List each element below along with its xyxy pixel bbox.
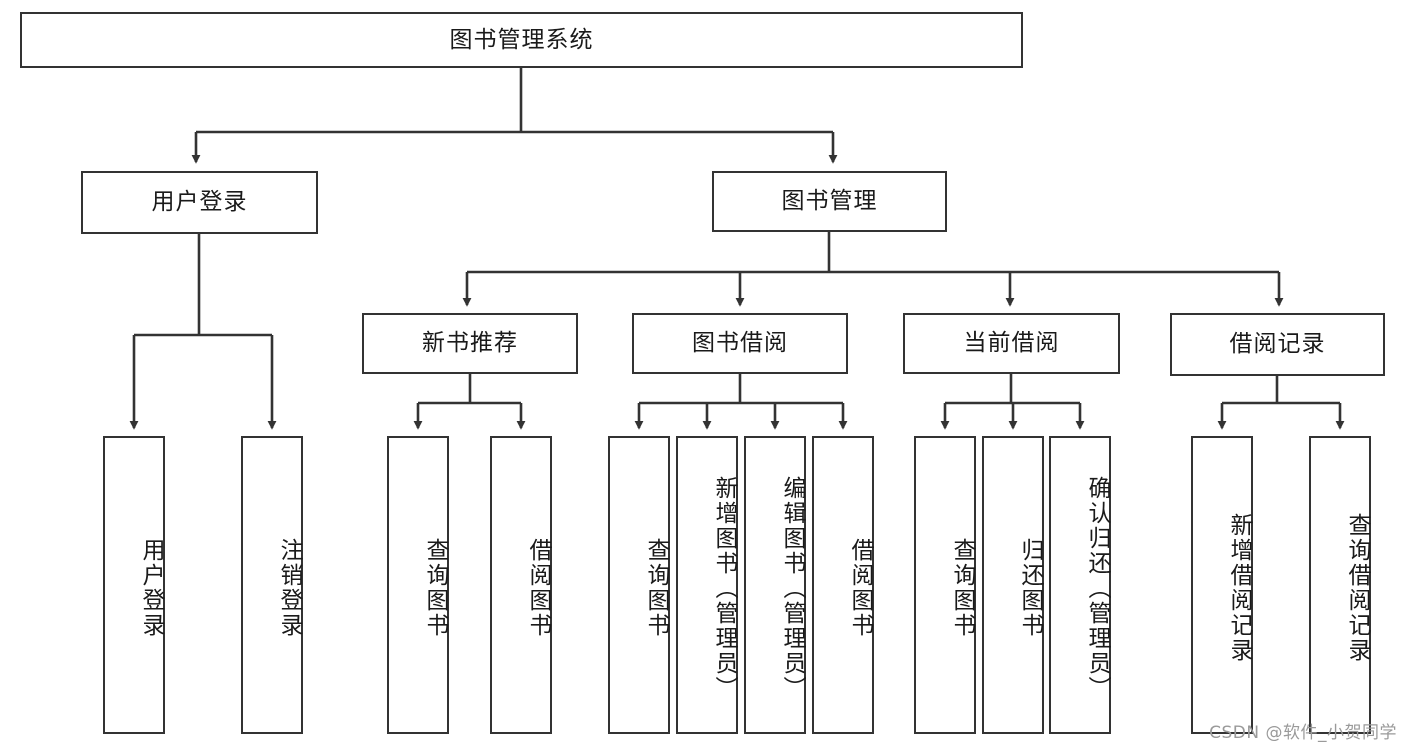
node-leaf-user-logout[interactable]: 注销登录	[241, 436, 303, 734]
node-leaf-borrow-book-2[interactable]: 借阅图书	[812, 436, 874, 734]
node-borrow-record[interactable]: 借阅记录	[1170, 313, 1385, 376]
node-root[interactable]: 图书管理系统	[20, 12, 1023, 68]
node-leaf-query-book-1-label: 查询图书	[422, 538, 448, 638]
node-leaf-return-book-label: 归还图书	[1017, 538, 1043, 638]
node-leaf-add-record[interactable]: 新增借阅记录	[1191, 436, 1253, 734]
edges-user-login-to-leaves	[129, 234, 277, 430]
node-leaf-query-book-2-label: 查询图书	[643, 538, 669, 638]
node-borrow-record-label: 借阅记录	[1229, 331, 1326, 358]
node-user-login[interactable]: 用户登录	[81, 171, 318, 234]
node-current-borrow-label: 当前借阅	[963, 330, 1060, 357]
node-book-borrow[interactable]: 图书借阅	[632, 313, 848, 374]
edges-new-book-recommend-to-leaves	[413, 374, 526, 430]
node-leaf-borrow-book-1-label: 借阅图书	[525, 538, 551, 638]
node-user-login-label: 用户登录	[151, 189, 248, 216]
node-leaf-query-book-3[interactable]: 查询图书	[914, 436, 976, 734]
node-book-management-label: 图书管理	[781, 188, 878, 215]
node-leaf-user-login[interactable]: 用户登录	[103, 436, 165, 734]
edges-root-to-l1	[191, 68, 838, 164]
node-leaf-query-record[interactable]: 查询借阅记录	[1309, 436, 1371, 734]
node-book-management[interactable]: 图书管理	[712, 171, 947, 232]
node-leaf-edit-book-label: 编辑图书（管理员）	[779, 475, 805, 701]
edges-current-borrow-to-leaves	[940, 374, 1085, 430]
node-leaf-user-logout-label: 注销登录	[276, 538, 302, 638]
node-leaf-confirm-return-label: 确认归还（管理员）	[1084, 475, 1110, 701]
node-leaf-query-book-2[interactable]: 查询图书	[608, 436, 670, 734]
node-new-book-recommend-label: 新书推荐	[422, 330, 518, 357]
node-leaf-query-book-1[interactable]: 查询图书	[387, 436, 449, 734]
node-leaf-edit-book[interactable]: 编辑图书（管理员）	[744, 436, 806, 734]
node-book-borrow-label: 图书借阅	[692, 330, 788, 357]
node-leaf-add-record-label: 新增借阅记录	[1226, 513, 1252, 663]
node-leaf-add-book[interactable]: 新增图书（管理员）	[676, 436, 738, 734]
node-leaf-borrow-book-1[interactable]: 借阅图书	[490, 436, 552, 734]
edges-borrow-record-to-leaves	[1217, 376, 1345, 430]
node-leaf-borrow-book-2-label: 借阅图书	[847, 538, 873, 638]
node-leaf-user-login-label: 用户登录	[138, 538, 164, 638]
node-leaf-add-book-label: 新增图书（管理员）	[711, 475, 737, 701]
node-leaf-return-book[interactable]: 归还图书	[982, 436, 1044, 734]
node-leaf-query-book-3-label: 查询图书	[949, 538, 975, 638]
node-current-borrow[interactable]: 当前借阅	[903, 313, 1120, 374]
node-root-label: 图书管理系统	[449, 26, 594, 53]
node-leaf-query-record-label: 查询借阅记录	[1344, 513, 1370, 663]
node-new-book-recommend[interactable]: 新书推荐	[362, 313, 578, 374]
edges-book-borrow-to-leaves	[634, 374, 848, 430]
node-leaf-confirm-return[interactable]: 确认归还（管理员）	[1049, 436, 1111, 734]
edges-book-management-to-l2	[462, 232, 1284, 307]
